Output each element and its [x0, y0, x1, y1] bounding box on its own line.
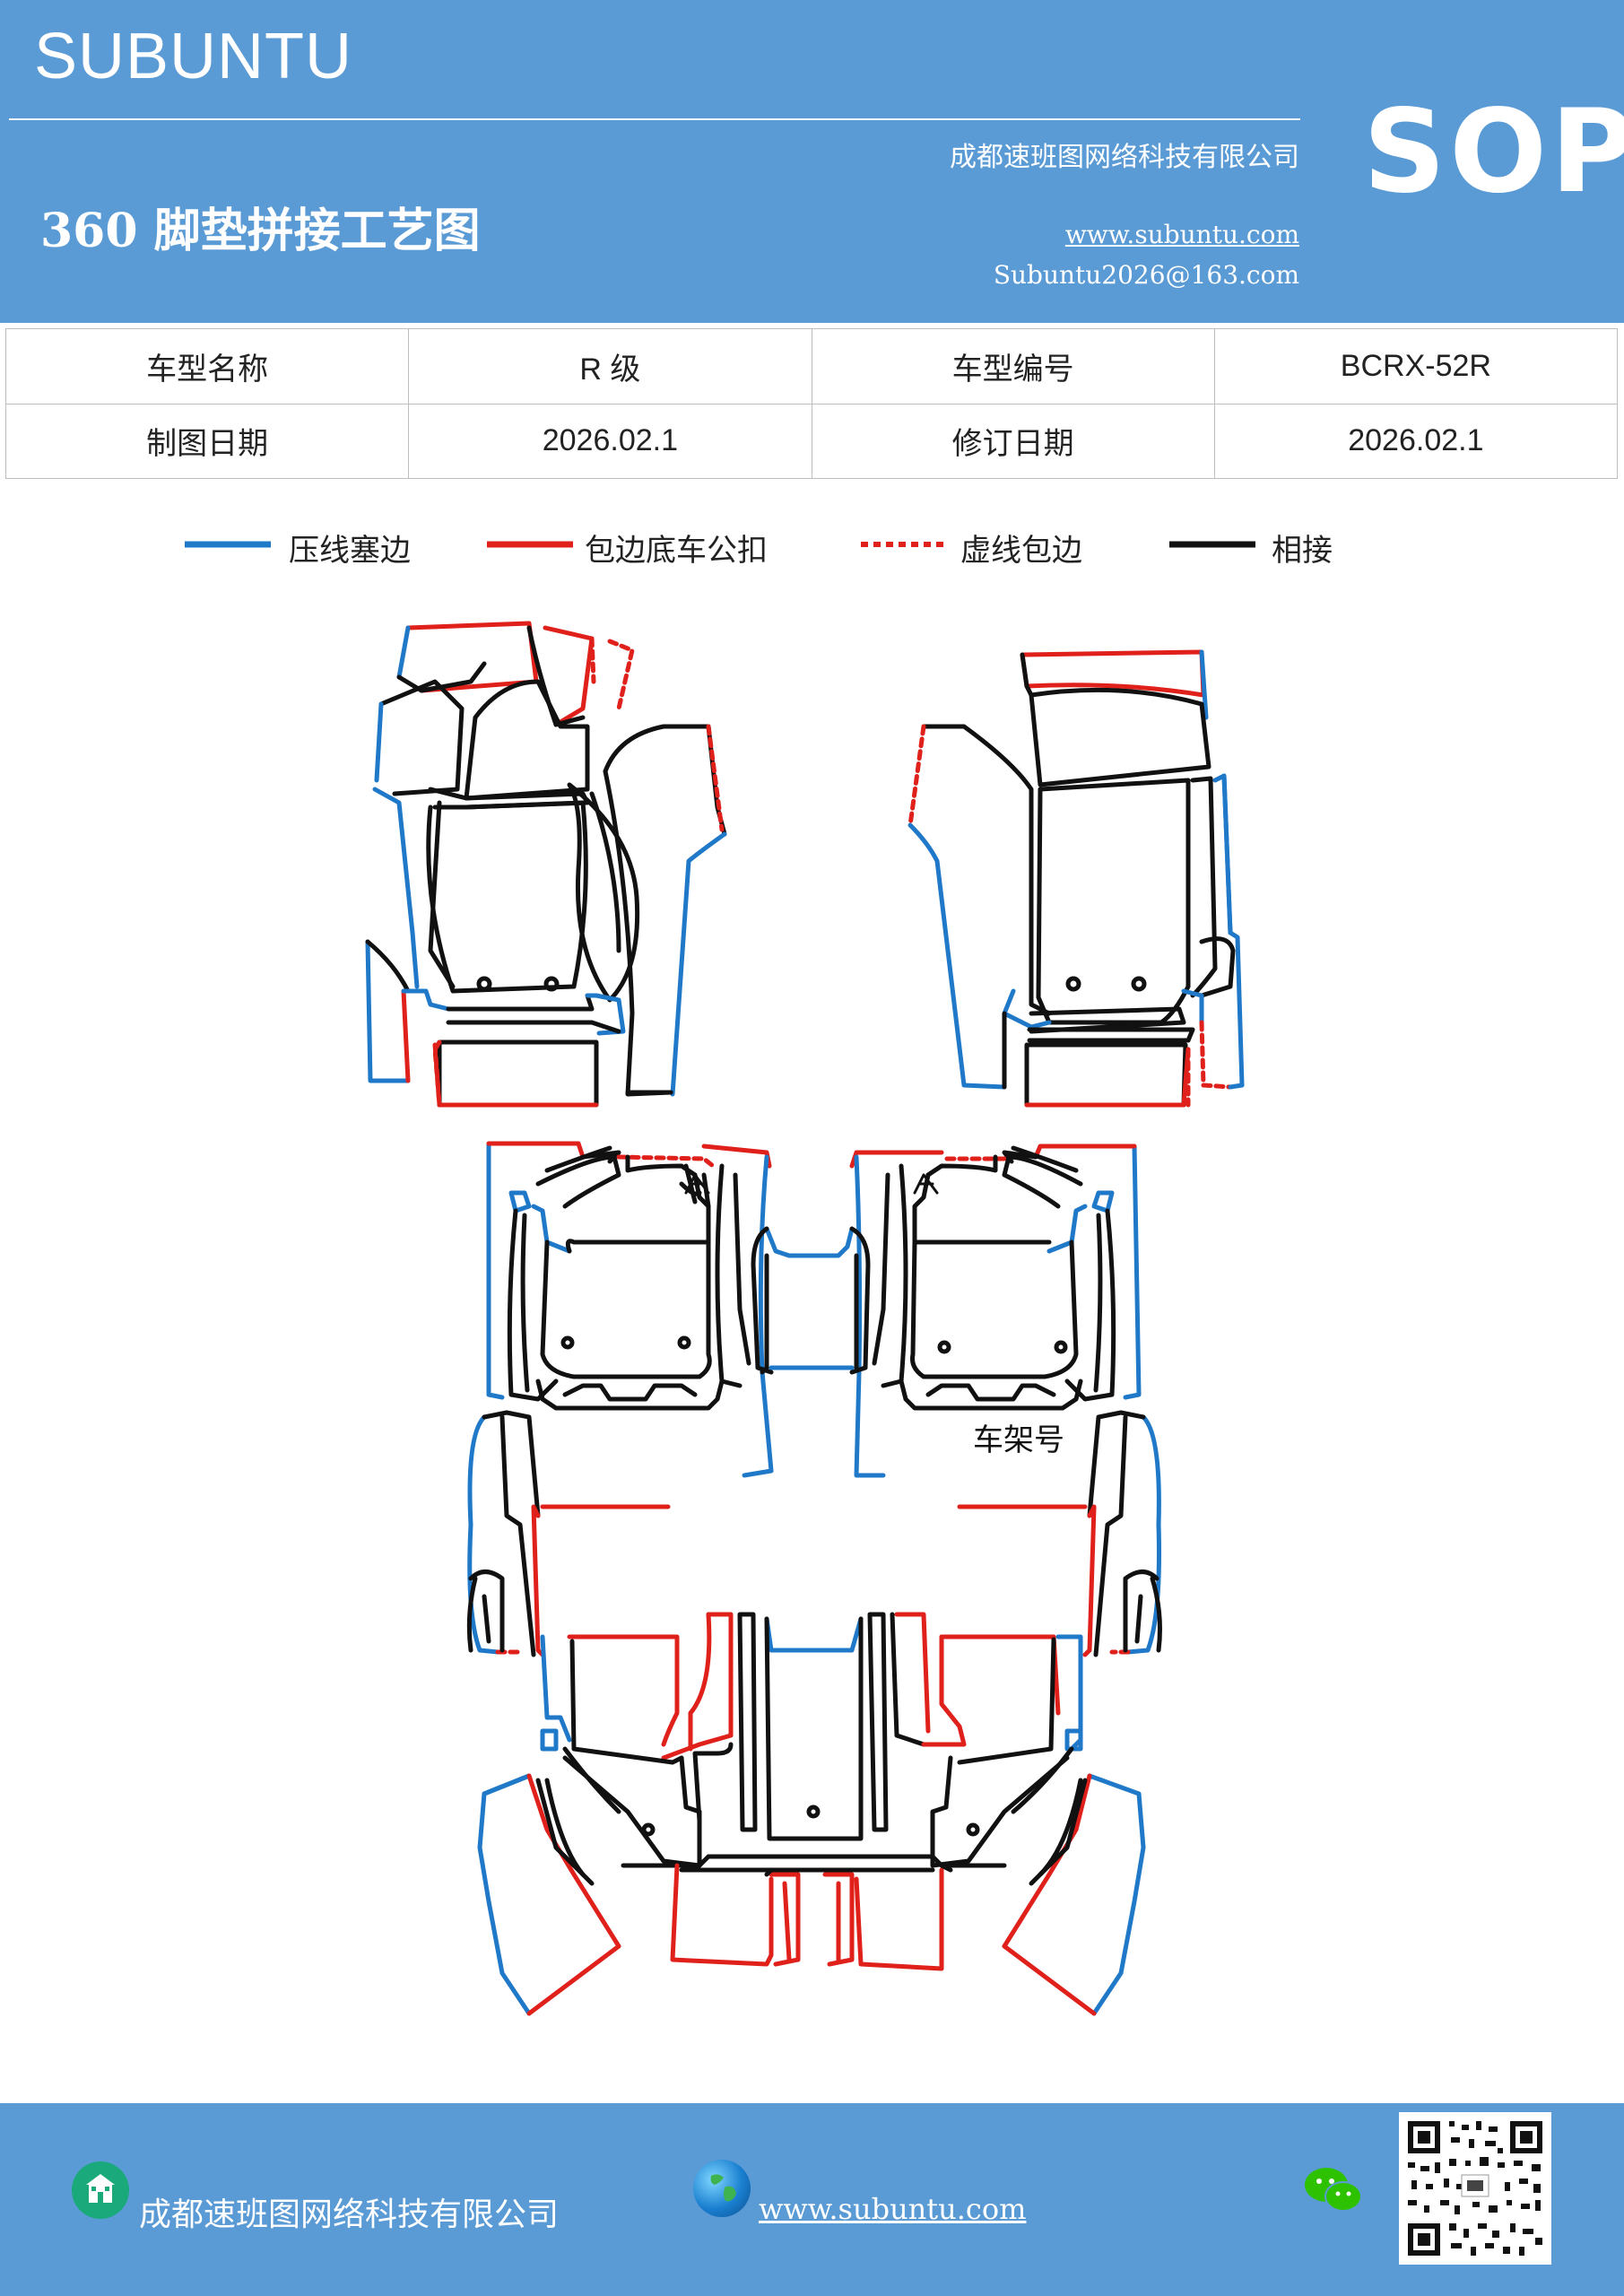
wechat-icon — [1302, 2163, 1365, 2217]
draw-date-value: 2026.02.1 — [408, 403, 812, 479]
front-right-mat — [908, 649, 1245, 1108]
front-left-mat — [365, 621, 727, 1108]
floor-mat-diagram: 车架号 — [365, 621, 1245, 2016]
company-name: 成都速班图网络科技有限公司 — [950, 142, 1299, 173]
third-row-left-mat — [466, 1410, 671, 1657]
email-address: Subuntu2026@163.com — [993, 260, 1299, 290]
second-row-left-mat — [486, 1141, 774, 1478]
model-name-label: 车型名称 — [4, 328, 410, 404]
header-divider — [9, 118, 1300, 120]
legend-label-blue: 压线塞边 — [289, 533, 411, 569]
model-name-value: R 级 — [408, 328, 812, 404]
revision-date-label: 修订日期 — [811, 403, 1215, 479]
table-row: 制图日期 2026.02.1 修订日期 2026.02.1 — [4, 403, 1619, 479]
detail-marks — [684, 1173, 939, 1195]
rear-floor-mat — [540, 1612, 1083, 1873]
draw-date-label: 制图日期 — [4, 403, 410, 479]
table-row: 车型名称 R 级 车型编号 BCRX-52R — [4, 328, 1619, 404]
legend-label-red: 包边底车公扣 — [585, 533, 768, 569]
legend-line-blue — [185, 541, 271, 548]
vin-annotation: 车架号 — [973, 1422, 1064, 1458]
legend-line-red — [487, 541, 573, 548]
legend-line-dotted — [861, 542, 947, 547]
brand-name: SUBUNTU — [34, 21, 353, 92]
second-row-right-mat — [849, 1144, 1142, 1478]
footer-website-link[interactable]: www.subuntu.com — [759, 2192, 1027, 2226]
document-title: 360 脚垫拼接工艺图 — [40, 204, 481, 258]
building-icon — [72, 2161, 129, 2219]
header-banner: SUBUNTU 成都速班图网络科技有限公司 360 脚垫拼接工艺图 www.su… — [0, 0, 1624, 323]
revision-date-value: 2026.02.1 — [1213, 403, 1619, 479]
center-tunnel-mat — [751, 1226, 871, 1375]
globe-icon — [693, 2160, 751, 2217]
model-code-value: BCRX-52R — [1213, 328, 1619, 404]
rear-side-panels — [477, 1773, 1146, 2016]
model-code-label: 车型编号 — [811, 328, 1215, 404]
footer-company-name: 成都速班图网络科技有限公司 — [139, 2196, 560, 2233]
info-table: 车型名称 R 级 车型编号 BCRX-52R 制图日期 2026.02.1 修订… — [4, 328, 1619, 479]
legend-label-black: 相接 — [1272, 533, 1333, 569]
third-row-right-mat — [957, 1410, 1162, 1657]
sop-badge: SOP — [1363, 85, 1624, 219]
website-link[interactable]: www.subuntu.com — [1064, 220, 1299, 249]
legend-label-dotted: 虚线包边 — [960, 533, 1082, 569]
legend-line-black — [1169, 541, 1255, 548]
qr-code — [1399, 2112, 1551, 2265]
